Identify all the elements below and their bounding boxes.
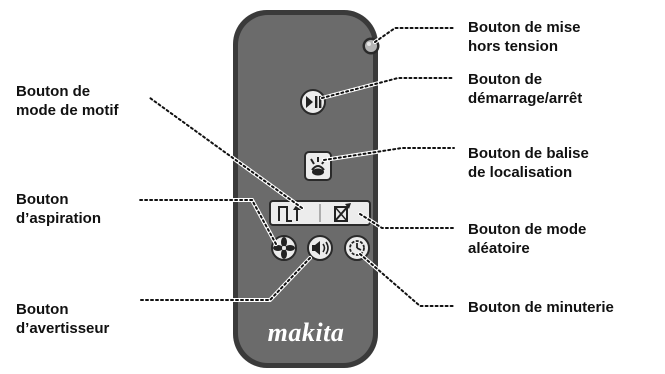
horn-button[interactable] [307,235,333,261]
label-suction: Bouton d’aspiration [16,191,102,227]
remote-body [238,15,373,363]
makita-logo: makita [267,318,345,347]
fan-icon [273,237,295,259]
play-pause-icon [306,96,322,108]
pattern-mode-button[interactable] [271,202,319,224]
speaker-icon [312,241,329,255]
pattern-path-icon [278,204,301,222]
label-pattern-mode: Bouton de mode de motif [16,83,119,119]
label-timer: Bouton de minuterie [468,299,614,316]
label-random-mode: Bouton de mode aléatoire [468,221,587,257]
locator-button[interactable] [304,151,332,181]
label-start-stop: Bouton de démarrage/arrêt [468,71,583,107]
suction-button[interactable] [271,235,297,261]
leader-lines [138,26,456,308]
label-locator: Bouton de balise de localisation [468,145,589,181]
random-path-icon [334,203,351,222]
clock-icon [349,240,365,256]
label-horn: Bouton d’avertisseur [16,301,110,337]
label-power-off: Bouton de mise hors tension [468,19,581,55]
random-mode-button[interactable] [321,202,369,224]
start-stop-button[interactable] [300,89,326,115]
